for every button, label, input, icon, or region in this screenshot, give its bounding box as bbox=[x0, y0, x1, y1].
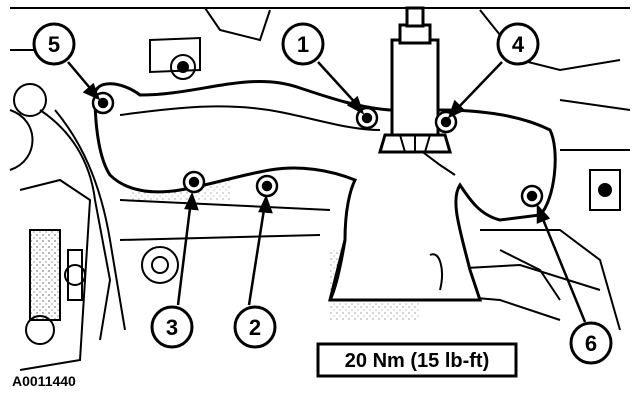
leader-lines bbox=[67, 61, 587, 323]
callout-4: 4 bbox=[496, 22, 540, 66]
figure-id: A0011440 bbox=[12, 373, 76, 389]
callout-4-label: 4 bbox=[512, 32, 525, 57]
callout-5-label: 5 bbox=[48, 32, 60, 57]
callout-1-label: 1 bbox=[297, 32, 309, 57]
callout-3: 3 bbox=[150, 305, 194, 349]
bolt-6 bbox=[520, 184, 544, 208]
bolt-2 bbox=[255, 174, 279, 198]
torque-spec-label: 20 Nm (15 lb-ft) bbox=[345, 350, 489, 372]
callout-5: 5 bbox=[32, 22, 76, 66]
oxygen-sensor bbox=[377, 6, 453, 154]
callout-1: 1 bbox=[281, 22, 325, 66]
callout-2-label: 2 bbox=[249, 315, 261, 340]
bolt-4 bbox=[434, 110, 458, 134]
callout-2: 2 bbox=[233, 305, 277, 349]
callout-6-label: 6 bbox=[585, 331, 597, 356]
callout-3-label: 3 bbox=[166, 315, 178, 340]
torque-spec-box: 20 Nm (15 lb-ft) bbox=[316, 342, 518, 378]
callout-6: 6 bbox=[569, 321, 613, 365]
bolt-3 bbox=[182, 170, 206, 194]
